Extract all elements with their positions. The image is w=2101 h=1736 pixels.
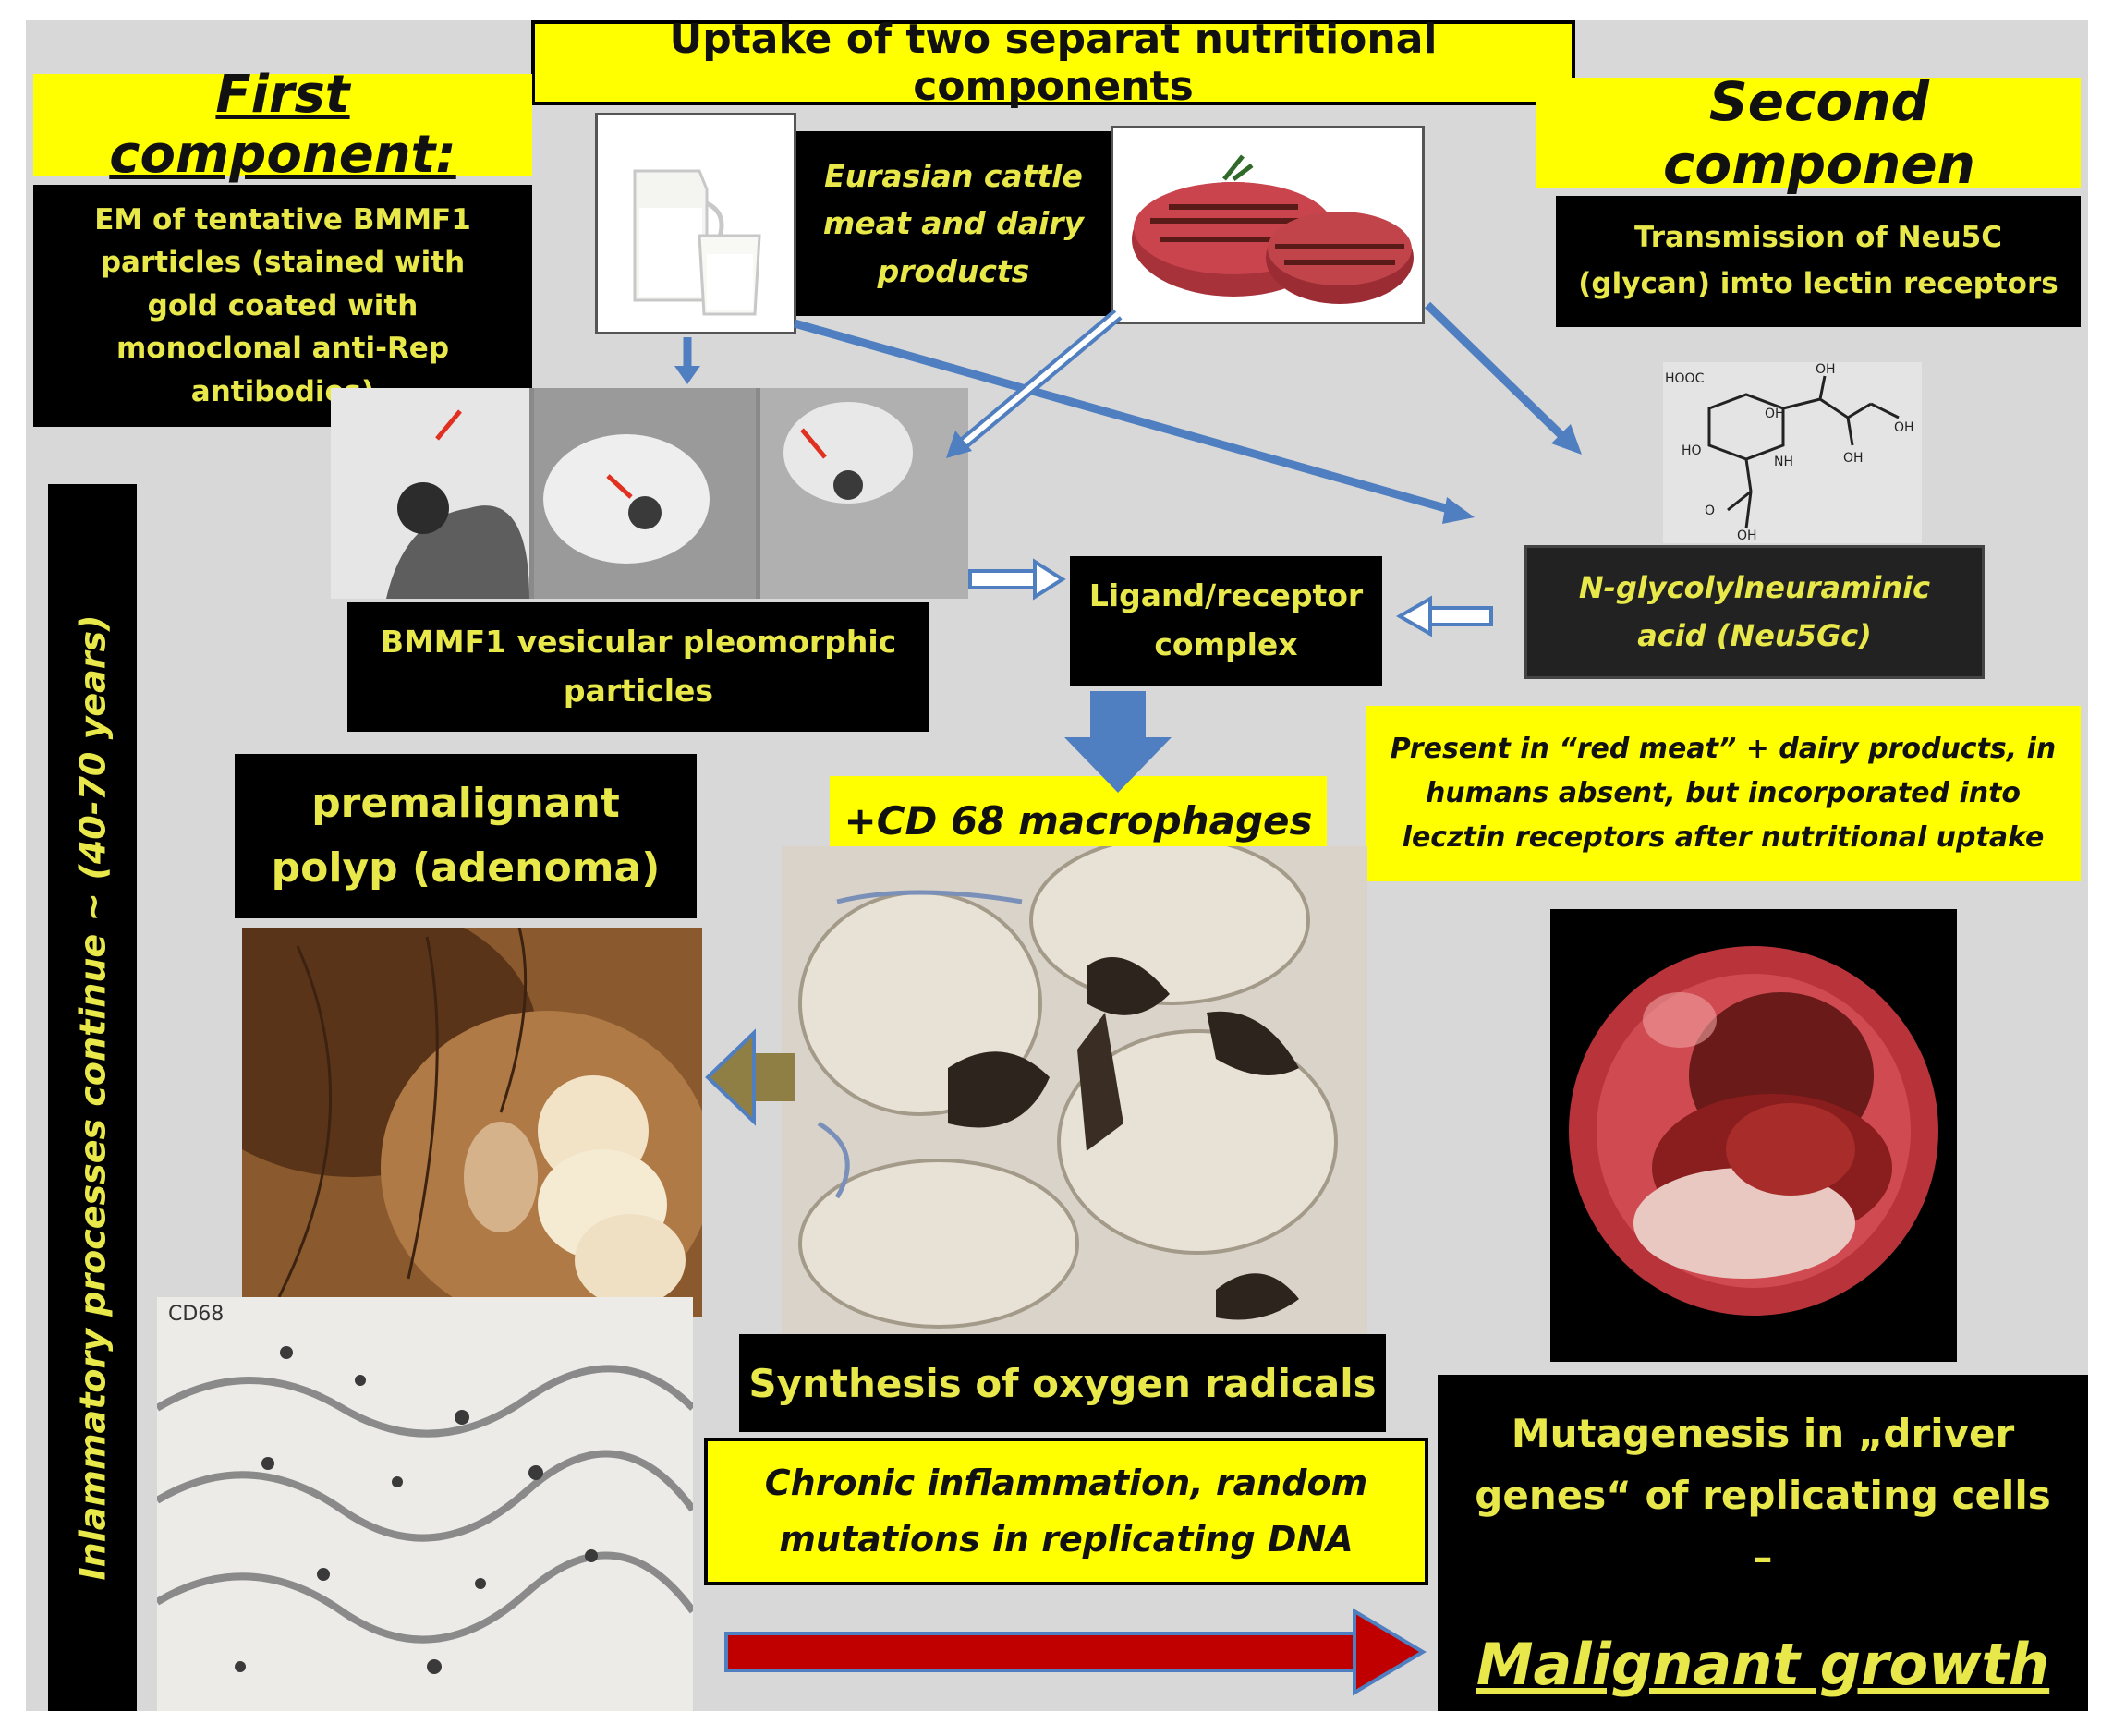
second-component-text: Second componen xyxy=(1663,70,1975,196)
transmission-box: Transmission of Neu5C (glycan) imto lect… xyxy=(1556,196,2081,327)
tumor-graphic xyxy=(1569,946,1938,1316)
macrophages-text: +CD 68 macrophages xyxy=(844,797,1313,844)
chronic-inflammation-text: Chronic inflammation, random mutations i… xyxy=(764,1463,1368,1560)
molecule-label-oh-3: OH xyxy=(1894,420,1914,435)
molecule-label-oh-4: OH xyxy=(1737,528,1757,543)
molecule-structure: HOOC OH OH OH HO NH O OH OH xyxy=(1663,362,1922,543)
transmission-text: Transmission of Neu5C (glycan) imto lect… xyxy=(1578,221,2058,300)
cattle-label-box: Eurasian cattle meat and dairy products xyxy=(796,131,1111,316)
bmmf1-label-text: BMMF1 vesicular pleomorphic particles xyxy=(380,624,897,709)
cattle-label-text: Eurasian cattle meat and dairy products xyxy=(822,158,1085,289)
title-box: Uptake of two separat nutritional compon… xyxy=(531,16,1575,110)
malignant-growth-text: Malignant growth xyxy=(1476,1631,2050,1698)
neu5gc-text: N-glycolylneuraminic acid (Neu5Gc) xyxy=(1578,570,1931,653)
molecule-label-oh-1: OH xyxy=(1816,362,1836,377)
mutagenesis-text: Mutagenesis in „driver genes“ of replica… xyxy=(1475,1411,2051,1581)
present-in-red-meat-box: Present in “red meat” + dairy products, … xyxy=(1366,706,2081,881)
milk-jugs-icon xyxy=(633,169,761,316)
cd68-histology-image: CD68 xyxy=(157,1297,693,1711)
first-component-text: First component: xyxy=(109,65,456,185)
molecule-label-oh-5: OH xyxy=(1765,407,1785,421)
molecule-label-oh-2: OH xyxy=(1843,451,1864,466)
second-component-label: Second componen xyxy=(1536,70,2081,196)
oxygen-radicals-box: Synthesis of oxygen radicals xyxy=(739,1334,1386,1432)
ligand-receptor-text: Ligand/receptor complex xyxy=(1088,577,1364,662)
steak-image xyxy=(1111,126,1425,324)
bmmf1-label-box: BMMF1 vesicular pleomorphic particles xyxy=(347,602,929,732)
vertical-label-text: Inlammatory processes continue ~ (40-70 … xyxy=(72,614,113,1581)
polyp-label-text: premalignant polyp (adenoma) xyxy=(271,779,661,892)
mutagenesis-box: Mutagenesis in „driver genes“ of replica… xyxy=(1438,1375,2088,1711)
title-text: Uptake of two separat nutritional compon… xyxy=(669,16,1438,110)
molecule-label-o: O xyxy=(1705,504,1715,518)
tumor-endoscopy-image xyxy=(1550,909,1957,1362)
oxygen-radicals-text: Synthesis of oxygen radicals xyxy=(748,1360,1377,1406)
em-caption-box: EM of tentative BMMF1 particles (stained… xyxy=(33,185,532,427)
first-component-label: First component: xyxy=(33,65,532,185)
molecule-label-nh: NH xyxy=(1774,455,1793,469)
vertical-label-box: Inlammatory processes continue ~ (40-70 … xyxy=(48,484,137,1711)
histology-image xyxy=(782,846,1367,1336)
chronic-inflammation-box: Chronic inflammation, random mutations i… xyxy=(704,1438,1428,1585)
polyp-label-box: premalignant polyp (adenoma) xyxy=(235,754,697,918)
endoscopy-polyp-image xyxy=(242,928,702,1317)
molecule-label-ho: HO xyxy=(1682,443,1702,458)
cd68-histology-graphic xyxy=(157,1346,693,1674)
polyp-graphic xyxy=(242,928,702,1317)
histology-graphic xyxy=(798,846,1338,1329)
milk-jugs-image xyxy=(595,113,796,334)
em-micrograph-graphic xyxy=(331,388,968,599)
neu5gc-box: N-glycolylneuraminic acid (Neu5Gc) xyxy=(1524,545,1985,679)
em-caption-text: EM of tentative BMMF1 particles (stained… xyxy=(94,202,471,408)
molecule-graphic: HOOC OH OH OH HO NH O OH OH xyxy=(1665,362,1914,543)
steak-icon xyxy=(1132,154,1414,304)
present-in-red-meat-text: Present in “red meat” + dairy products, … xyxy=(1390,733,2057,854)
molecule-label-hooc: HOOC xyxy=(1665,371,1705,386)
cd68-text: CD68 xyxy=(168,1303,225,1326)
em-micrograph-image xyxy=(331,388,968,599)
ligand-receptor-box: Ligand/receptor complex xyxy=(1070,556,1382,686)
